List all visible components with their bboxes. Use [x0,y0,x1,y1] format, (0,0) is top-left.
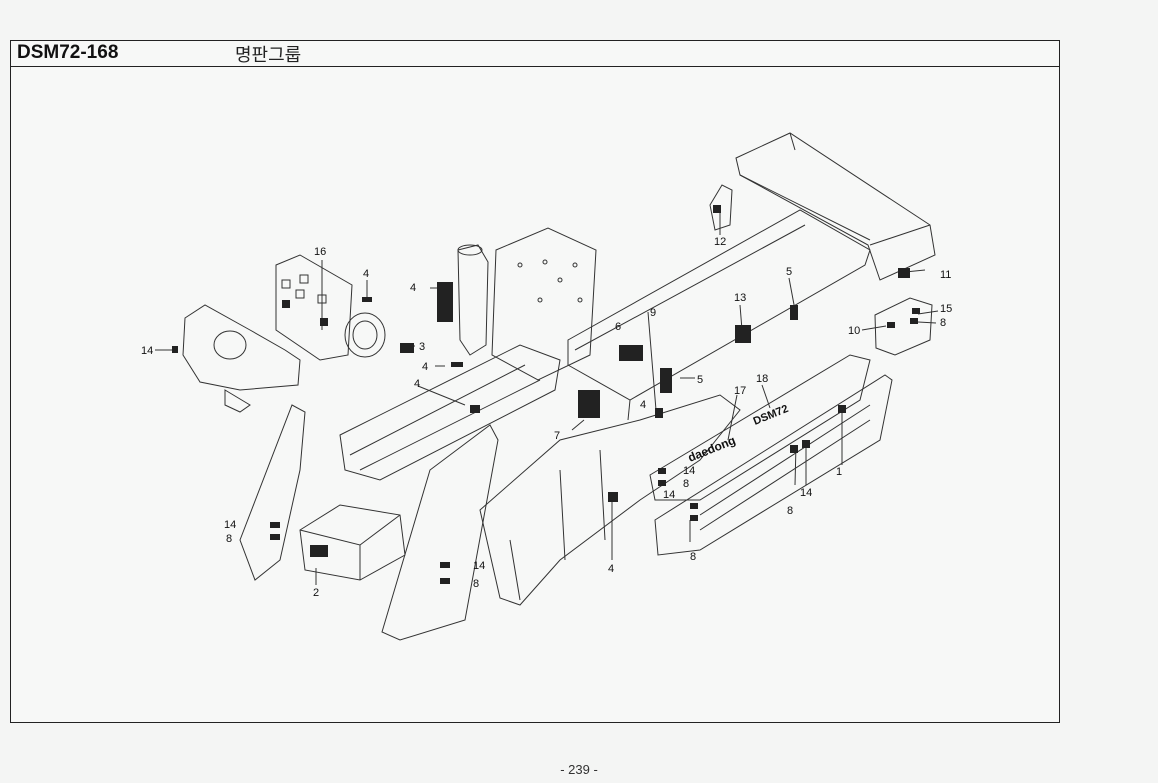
callout-label: 12 [714,236,726,248]
callout-label: 4 [410,282,416,294]
callout-label: 14 [683,465,695,477]
callout-label: 5 [697,374,703,386]
callout-label: 4 [640,399,646,411]
callout-label: 14 [141,345,153,357]
base-frame-part [339,344,561,481]
callout-label: 2 [313,587,319,599]
back-plate-part [491,227,597,381]
small-bracket-part [874,297,933,356]
left-leg-part [239,404,306,581]
center-frame-part [479,394,741,606]
callout-label: 18 [756,373,768,385]
main-cover-part [567,209,871,401]
diagram-frame: DSM72-168 명판그룹 [10,40,1060,723]
front-leg-part [381,424,499,641]
callout-label: 17 [734,385,746,397]
callout-label: 13 [734,292,746,304]
electrical-panel-part [275,254,353,361]
callout-label: 10 [848,325,860,337]
callout-label: 14 [224,519,236,531]
control-box-part [299,504,406,581]
plate-12-part [709,184,733,231]
callout-label: 8 [690,551,696,563]
group-title: 명판그룹 [235,45,302,66]
callout-label: 11 [940,269,951,281]
callout-label: 8 [787,505,793,517]
rear-frame-part [735,132,936,281]
callout-label: 8 [226,533,232,545]
callout-label: 8 [473,578,479,590]
callout-label: 4 [414,378,420,390]
side-cover-part [182,304,301,391]
callout-label: 8 [940,317,946,329]
callout-label: 4 [422,361,428,373]
part-code: DSM72-168 [17,42,119,63]
callout-label: 16 [314,246,326,258]
callout-label: 15 [940,303,952,315]
callout-label: 14 [663,489,675,501]
callout-label: 4 [608,563,614,575]
callout-label: 14 [473,560,485,572]
right-side-panel-part [654,374,893,556]
page-number: - 239 - [560,762,598,777]
callout-label: 14 [800,487,812,499]
callout-label: 5 [786,266,792,278]
callout-label: 3 [419,341,425,353]
header-bar: DSM72-168 명판그룹 [11,41,1059,67]
callout-label: 6 [615,321,621,333]
callout-label: 7 [554,430,560,442]
callout-label: 9 [650,307,656,319]
logo-skirt-part [649,354,871,501]
callout-labels: 1 2 3 4 4 4 4 4 4 5 5 6 7 8 8 8 8 8 8 9 … [141,236,952,599]
callout-label: 4 [363,268,369,280]
callout-label: 8 [683,478,689,490]
model-logo-text: DSM72 [752,403,791,428]
decal-markers [172,205,920,584]
callout-label: 1 [836,466,842,478]
